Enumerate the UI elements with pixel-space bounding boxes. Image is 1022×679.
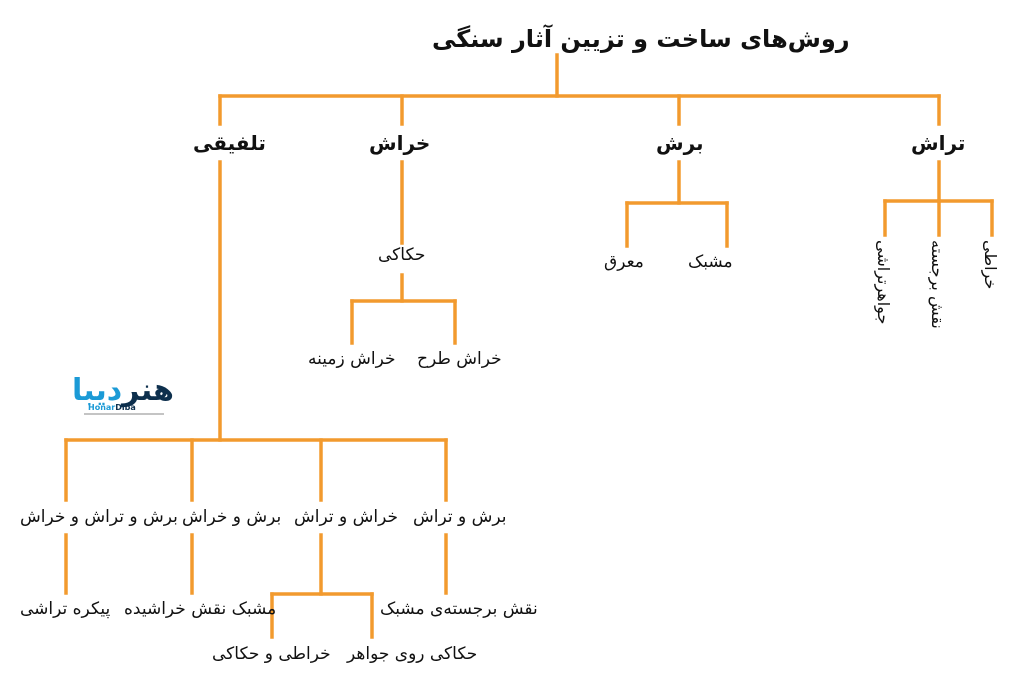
node-mogharag: معرق <box>604 252 644 272</box>
node-bresh-tarash: برش و تراش <box>413 507 507 527</box>
node-kharash-tarh: خراش طرح <box>417 349 502 369</box>
node-tarash: تراش <box>911 131 966 155</box>
node-naghsh-barjaste-moshabak: نقش برجسته‌ی مشبک <box>380 599 538 619</box>
honardiba-logo: هنردیبا HonarDiba <box>66 373 176 419</box>
node-javaher-tarashi: جواهرتراشی <box>874 240 893 325</box>
node-moshabak-naghsh-kharashide: مشبک نقش خراشیده <box>124 599 277 619</box>
node-bresh-tarash-kharash: برش و تراش و خراش <box>20 507 178 527</box>
logo-brand: HonarDiba <box>88 403 136 412</box>
node-hakaki-ruye-javaher: حکاکی روی جواهر <box>347 644 478 664</box>
node-hakaki: حکاکی <box>378 245 426 265</box>
node-kharash: خراش <box>369 131 431 155</box>
node-talfighi: تلفیقی <box>193 131 266 155</box>
node-kharash-zamine: خراش زمینه <box>308 349 396 369</box>
node-peykare-tarashi: پیکره تراشی <box>20 599 111 619</box>
node-bresh: برش <box>656 131 704 155</box>
node-moshabak: مشبک <box>688 252 733 272</box>
logo-mark: هنردیبا <box>72 373 176 408</box>
node-kharash-tarash: خراش و تراش <box>294 507 398 527</box>
node-kharati: خراطی <box>981 240 1000 290</box>
node-naghsh-barjaste: نقش برجسته <box>928 240 947 329</box>
diagram-title: روش‌های ساخت و تزیین آثار سنگی <box>432 25 850 53</box>
node-kharati-va-hakaki: خراطی و حکاکی <box>212 644 331 664</box>
logo-tagline-decoration <box>84 413 164 415</box>
node-bresh-kharash: برش و خراش <box>182 507 282 527</box>
